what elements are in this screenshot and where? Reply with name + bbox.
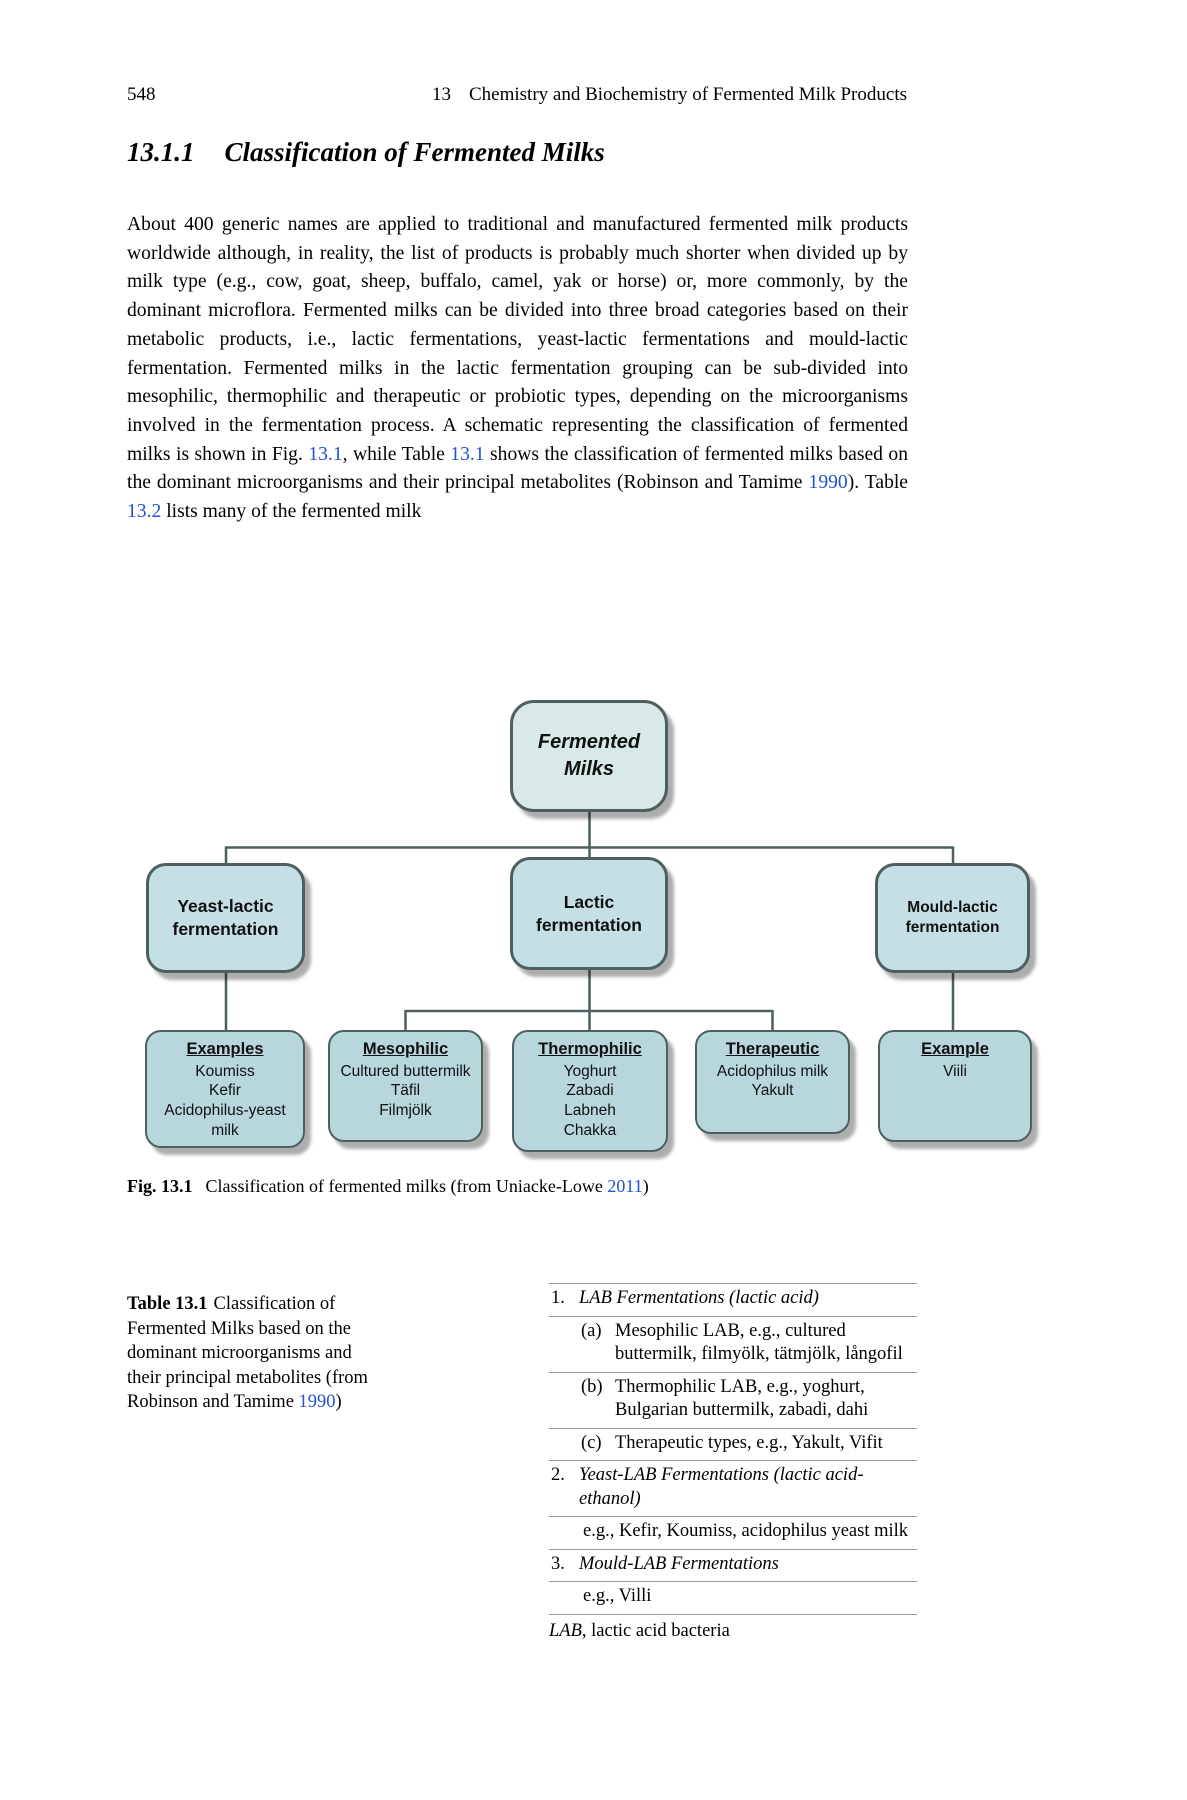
citation-2011-xref[interactable]: 2011 — [607, 1176, 643, 1196]
node-fermented-milks: Fermented Milks — [510, 700, 668, 812]
row-text: Mould-LAB Fermentations — [579, 1553, 779, 1574]
table-row: e.g., Villi — [549, 1581, 917, 1614]
row-text: e.g., Villi — [583, 1586, 652, 1606]
figure-caption-label: Fig. 13.1 — [127, 1176, 193, 1196]
row-number: 1. — [551, 1288, 565, 1308]
fig-13-1-xref[interactable]: 13.1 — [308, 443, 343, 465]
row-text: Thermophilic LAB, e.g., yoghurt, Bulgari… — [615, 1376, 869, 1421]
section-number: 13.1.1 — [127, 137, 195, 167]
table-13-1: 1. LAB Fermentations (lactic acid) (a) M… — [549, 1283, 917, 1643]
chapter-number: 13 — [431, 84, 451, 105]
row-letter: (b) — [581, 1376, 603, 1397]
node-therapeutic-header: Therapeutic — [725, 1040, 820, 1058]
node-thermophilic: Thermophilic Yoghurt Zabadi Labneh Chakk… — [512, 1030, 668, 1152]
node-mould-lactic-fermentation: Mould-lactic fermentation — [875, 863, 1030, 973]
node-mesophilic: Mesophilic Cultured buttermilk Täfil Fil… — [328, 1030, 483, 1142]
table-caption-label: Table 13.1 — [127, 1294, 208, 1314]
chapter-title: Chemistry and Biochemistry of Fermented … — [468, 84, 907, 105]
table-row: (a) Mesophilic LAB, e.g., cultured butte… — [549, 1315, 917, 1372]
row-text: Therapeutic types, e.g., Yakult, Vifit — [615, 1432, 883, 1453]
table-row: e.g., Kefir, Koumiss, acidophilus yeast … — [549, 1516, 917, 1549]
row-text: e.g., Kefir, Koumiss, acidophilus yeast … — [583, 1521, 909, 1541]
table-13-2-xref[interactable]: 13.2 — [127, 501, 162, 523]
footnote-abbr: LAB — [549, 1620, 582, 1641]
paragraph-text: About 400 generic names are applied to t… — [127, 214, 908, 465]
section-heading: 13.1.1 Classification of Fermented Milks — [127, 137, 605, 168]
table-row: 1. LAB Fermentations (lactic acid) — [549, 1283, 917, 1316]
table-footnote: LAB, lactic acid bacteria — [549, 1615, 917, 1644]
footnote-text: , lactic acid bacteria — [581, 1620, 730, 1641]
row-text: Yeast-LAB Fermentations (lactic acid-eth… — [579, 1465, 864, 1509]
table-rows: 1. LAB Fermentations (lactic acid) (a) M… — [549, 1283, 917, 1615]
row-number: 3. — [551, 1553, 565, 1574]
node-examples: Examples Koumiss Kefir Acidophilus-yeast… — [145, 1030, 305, 1148]
table-13-1-xref[interactable]: 13.1 — [450, 443, 485, 465]
running-title: 13 Chemistry and Biochemistry of Fermente… — [432, 84, 907, 106]
connector-lines — [224, 811, 955, 1031]
node-thermophilic-items: Yoghurt Zabadi Labneh Chakka — [563, 1062, 617, 1139]
node-mesophilic-header: Mesophilic — [362, 1040, 449, 1058]
node-example-viili: Example Viili — [878, 1030, 1032, 1142]
table-caption-text: Classification of Fermented Milks based … — [127, 1294, 368, 1412]
node-thermophilic-header: Thermophilic — [538, 1040, 642, 1058]
node-therapeutic-items: Acidophilus milk Yakult — [716, 1062, 829, 1100]
node-yeast-lactic-fermentation: Yeast-lactic fermentation — [146, 863, 305, 973]
node-example-items: Viili — [943, 1062, 967, 1080]
section-title-text: Classification of Fermented Milks — [224, 137, 605, 167]
table-row: (c) Therapeutic types, e.g., Yakult, Vif… — [549, 1427, 917, 1461]
table-row: 3. Mould-LAB Fermentations — [549, 1548, 917, 1582]
page-number: 548 — [127, 84, 156, 105]
figure-caption: Fig. 13.1 Classification of fermented mil… — [127, 1176, 649, 1196]
row-text: Mesophilic LAB, e.g., cultured buttermil… — [615, 1320, 903, 1365]
node-examples-header: Examples — [186, 1040, 264, 1058]
figure-13-1-flowchart: Fermented Milks Yeast-lactic fermentatio… — [127, 600, 1039, 1165]
table-row: 2. Yeast-LAB Fermentations (lactic acid-… — [549, 1460, 917, 1516]
row-letter: (c) — [581, 1432, 602, 1453]
citation-1990-xref[interactable]: 1990 — [808, 472, 848, 494]
row-text: LAB Fermentations (lactic acid) — [579, 1288, 819, 1308]
row-letter: (a) — [581, 1320, 602, 1341]
table-row: (b) Thermophilic LAB, e.g., yoghurt, Bul… — [549, 1371, 917, 1428]
row-number: 2. — [551, 1465, 565, 1485]
running-header: 548 13 Chemistry and Biochemistry of Ferm… — [127, 84, 907, 106]
table-citation-1990-xref[interactable]: 1990 — [298, 1392, 336, 1412]
intro-paragraph: About 400 generic names are applied to t… — [127, 214, 909, 523]
node-mesophilic-items: Cultured buttermilk Täfil Filmjölk — [340, 1062, 471, 1119]
figure-caption-text: Classification of fermented milks (from … — [205, 1176, 608, 1196]
node-example-header: Example — [921, 1040, 989, 1058]
node-therapeutic: Therapeutic Acidophilus milk Yakult — [695, 1030, 850, 1134]
node-examples-items: Koumiss Kefir Acidophilus-yeast milk — [164, 1062, 286, 1139]
node-lactic-fermentation: Lactic fermentation — [510, 857, 668, 970]
